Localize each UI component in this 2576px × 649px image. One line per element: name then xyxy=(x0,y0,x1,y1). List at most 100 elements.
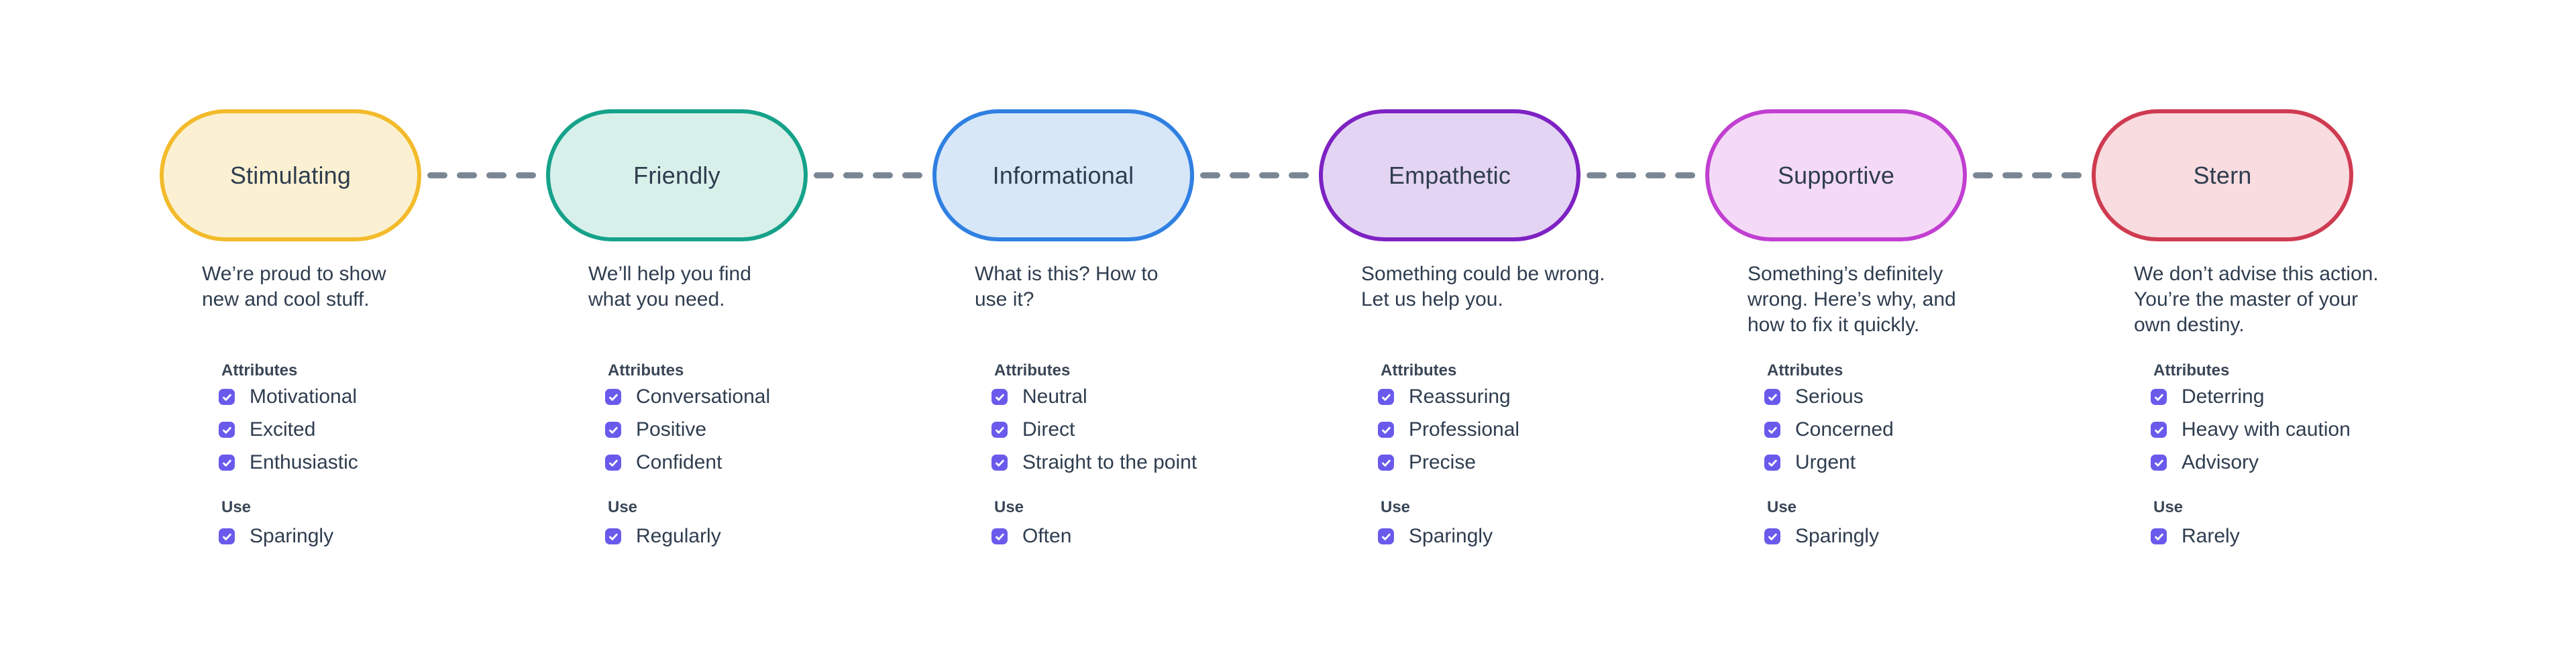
checkbox-label: Neutral xyxy=(1022,386,1087,408)
tone-title: Friendly xyxy=(633,161,720,189)
use-heading: Use xyxy=(994,498,1024,516)
attributes-list: Serious Concerned Urgent xyxy=(1764,386,1894,487)
checkbox-row: Rarely xyxy=(2151,525,2240,547)
checkbox-checked[interactable] xyxy=(605,528,621,544)
checkbox-row: Advisory xyxy=(2151,451,2351,473)
checkbox-checked[interactable] xyxy=(2151,455,2167,471)
checkbox-checked[interactable] xyxy=(605,422,621,438)
checkbox-label: Motivational xyxy=(250,386,358,408)
checkbox-row: Concerned xyxy=(1764,418,1894,440)
checkbox-checked[interactable] xyxy=(1764,422,1780,438)
attributes-list: Deterring Heavy with caution Advisory xyxy=(2151,386,2351,487)
checkbox-label: Reassuring xyxy=(1409,386,1511,408)
checkbox-checked[interactable] xyxy=(219,422,235,438)
checkbox-checked[interactable] xyxy=(1378,528,1394,544)
use-heading: Use xyxy=(1381,498,1411,516)
checkbox-label: Sparingly xyxy=(1795,525,1880,547)
dash-segment xyxy=(814,172,834,178)
checkbox-label: Excited xyxy=(250,418,316,440)
dash-segment xyxy=(902,172,922,178)
checkmark-icon xyxy=(608,459,618,467)
checkbox-checked[interactable] xyxy=(1764,528,1780,544)
tone-column-supportive: Supportive Something’s definitely wrong.… xyxy=(1705,109,2092,592)
tone-column-stimulating: Stimulating We’re proud to show new and … xyxy=(160,109,546,592)
tone-title: Empathetic xyxy=(1388,161,1511,189)
checkbox-checked[interactable] xyxy=(991,528,1008,544)
attributes-heading: Attributes xyxy=(221,361,298,379)
attributes-list: Conversational Positive Confident xyxy=(605,386,771,487)
checkbox-checked[interactable] xyxy=(219,528,235,544)
checkbox-checked[interactable] xyxy=(1378,422,1394,438)
tone-column-stern: Stern We don’t advise this action. You’r… xyxy=(2092,109,2478,592)
dash-segment xyxy=(486,172,506,178)
use-list: Regularly xyxy=(605,525,721,561)
dash-segment xyxy=(2002,172,2023,178)
tone-description: Something could be wrong. Let us help yo… xyxy=(1361,263,1605,310)
dash-segment xyxy=(1230,172,1250,178)
checkbox-checked[interactable] xyxy=(1764,455,1780,471)
use-list: Sparingly xyxy=(1764,525,1880,561)
checkbox-checked[interactable] xyxy=(1764,389,1780,405)
checkmark-icon xyxy=(995,394,1004,401)
checkmark-icon xyxy=(2154,426,2163,434)
tone-description: Something’s definitely wrong. Here’s why… xyxy=(1748,263,1956,336)
checkbox-checked[interactable] xyxy=(2151,389,2167,405)
tone-node: Empathetic xyxy=(1319,109,1580,241)
checkmark-icon xyxy=(1381,426,1391,434)
checkbox-checked[interactable] xyxy=(1378,389,1394,405)
checkmark-icon xyxy=(1768,394,1777,401)
checkmark-icon xyxy=(2154,394,2163,401)
checkmark-icon xyxy=(2154,533,2163,540)
tone-column-empathetic: Empathetic Something could be wrong. Let… xyxy=(1319,109,1705,592)
checkbox-label: Heavy with caution xyxy=(2182,418,2351,440)
checkbox-checked[interactable] xyxy=(605,455,621,471)
tone-node: Stern xyxy=(2092,109,2353,241)
checkbox-row: Confident xyxy=(605,451,770,473)
checkmark-icon xyxy=(2154,459,2163,467)
checkmark-icon xyxy=(995,426,1004,434)
tone-title: Informational xyxy=(992,161,1134,189)
use-list: Rarely xyxy=(2151,525,2240,561)
checkbox-label: Sparingly xyxy=(1409,525,1493,547)
dash-segment xyxy=(1973,172,1993,178)
checkbox-label: Urgent xyxy=(1795,451,1856,473)
checkmark-icon xyxy=(222,459,231,467)
tone-node: Stimulating xyxy=(160,109,421,241)
use-heading: Use xyxy=(1767,498,1797,516)
tone-title: Stimulating xyxy=(229,161,352,189)
dash-segment xyxy=(1259,172,1279,178)
checkbox-row: Conversational xyxy=(605,386,771,408)
connector-dashed-line xyxy=(1200,172,1309,178)
checkbox-row: Neutral xyxy=(991,386,1197,408)
checkbox-label: Direct xyxy=(1022,418,1075,440)
checkbox-label: Professional xyxy=(1409,418,1520,440)
checkbox-label: Conversational xyxy=(636,386,771,408)
checkbox-checked[interactable] xyxy=(2151,422,2167,438)
dash-segment xyxy=(457,172,477,178)
dash-segment xyxy=(1289,172,1309,178)
checkbox-row: Urgent xyxy=(1764,451,1894,473)
checkbox-checked[interactable] xyxy=(219,455,235,471)
checkbox-checked[interactable] xyxy=(1378,455,1394,471)
checkbox-checked[interactable] xyxy=(991,422,1008,438)
checkbox-label: Sparingly xyxy=(250,525,334,547)
checkbox-row: Professional xyxy=(1378,418,1519,440)
checkbox-checked[interactable] xyxy=(219,389,235,405)
checkbox-checked[interactable] xyxy=(2151,528,2167,544)
checkmark-icon xyxy=(608,394,618,401)
tone-description: We’re proud to show new and cool stuff. xyxy=(202,263,386,310)
checkbox-label: Enthusiastic xyxy=(250,451,358,473)
dash-segment xyxy=(1616,172,1636,178)
checkbox-row: Sparingly xyxy=(1378,525,1493,547)
checkbox-label: Often xyxy=(1022,525,1072,547)
checkbox-checked[interactable] xyxy=(991,389,1008,405)
dash-segment xyxy=(873,172,893,178)
checkmark-icon xyxy=(995,459,1004,467)
checkbox-row: Positive xyxy=(605,418,770,440)
checkmark-icon xyxy=(222,533,231,540)
attributes-list: Motivational Excited Enthusiastic xyxy=(219,386,358,487)
checkmark-icon xyxy=(1768,533,1777,540)
checkbox-checked[interactable] xyxy=(991,455,1008,471)
checkbox-checked[interactable] xyxy=(605,389,621,405)
